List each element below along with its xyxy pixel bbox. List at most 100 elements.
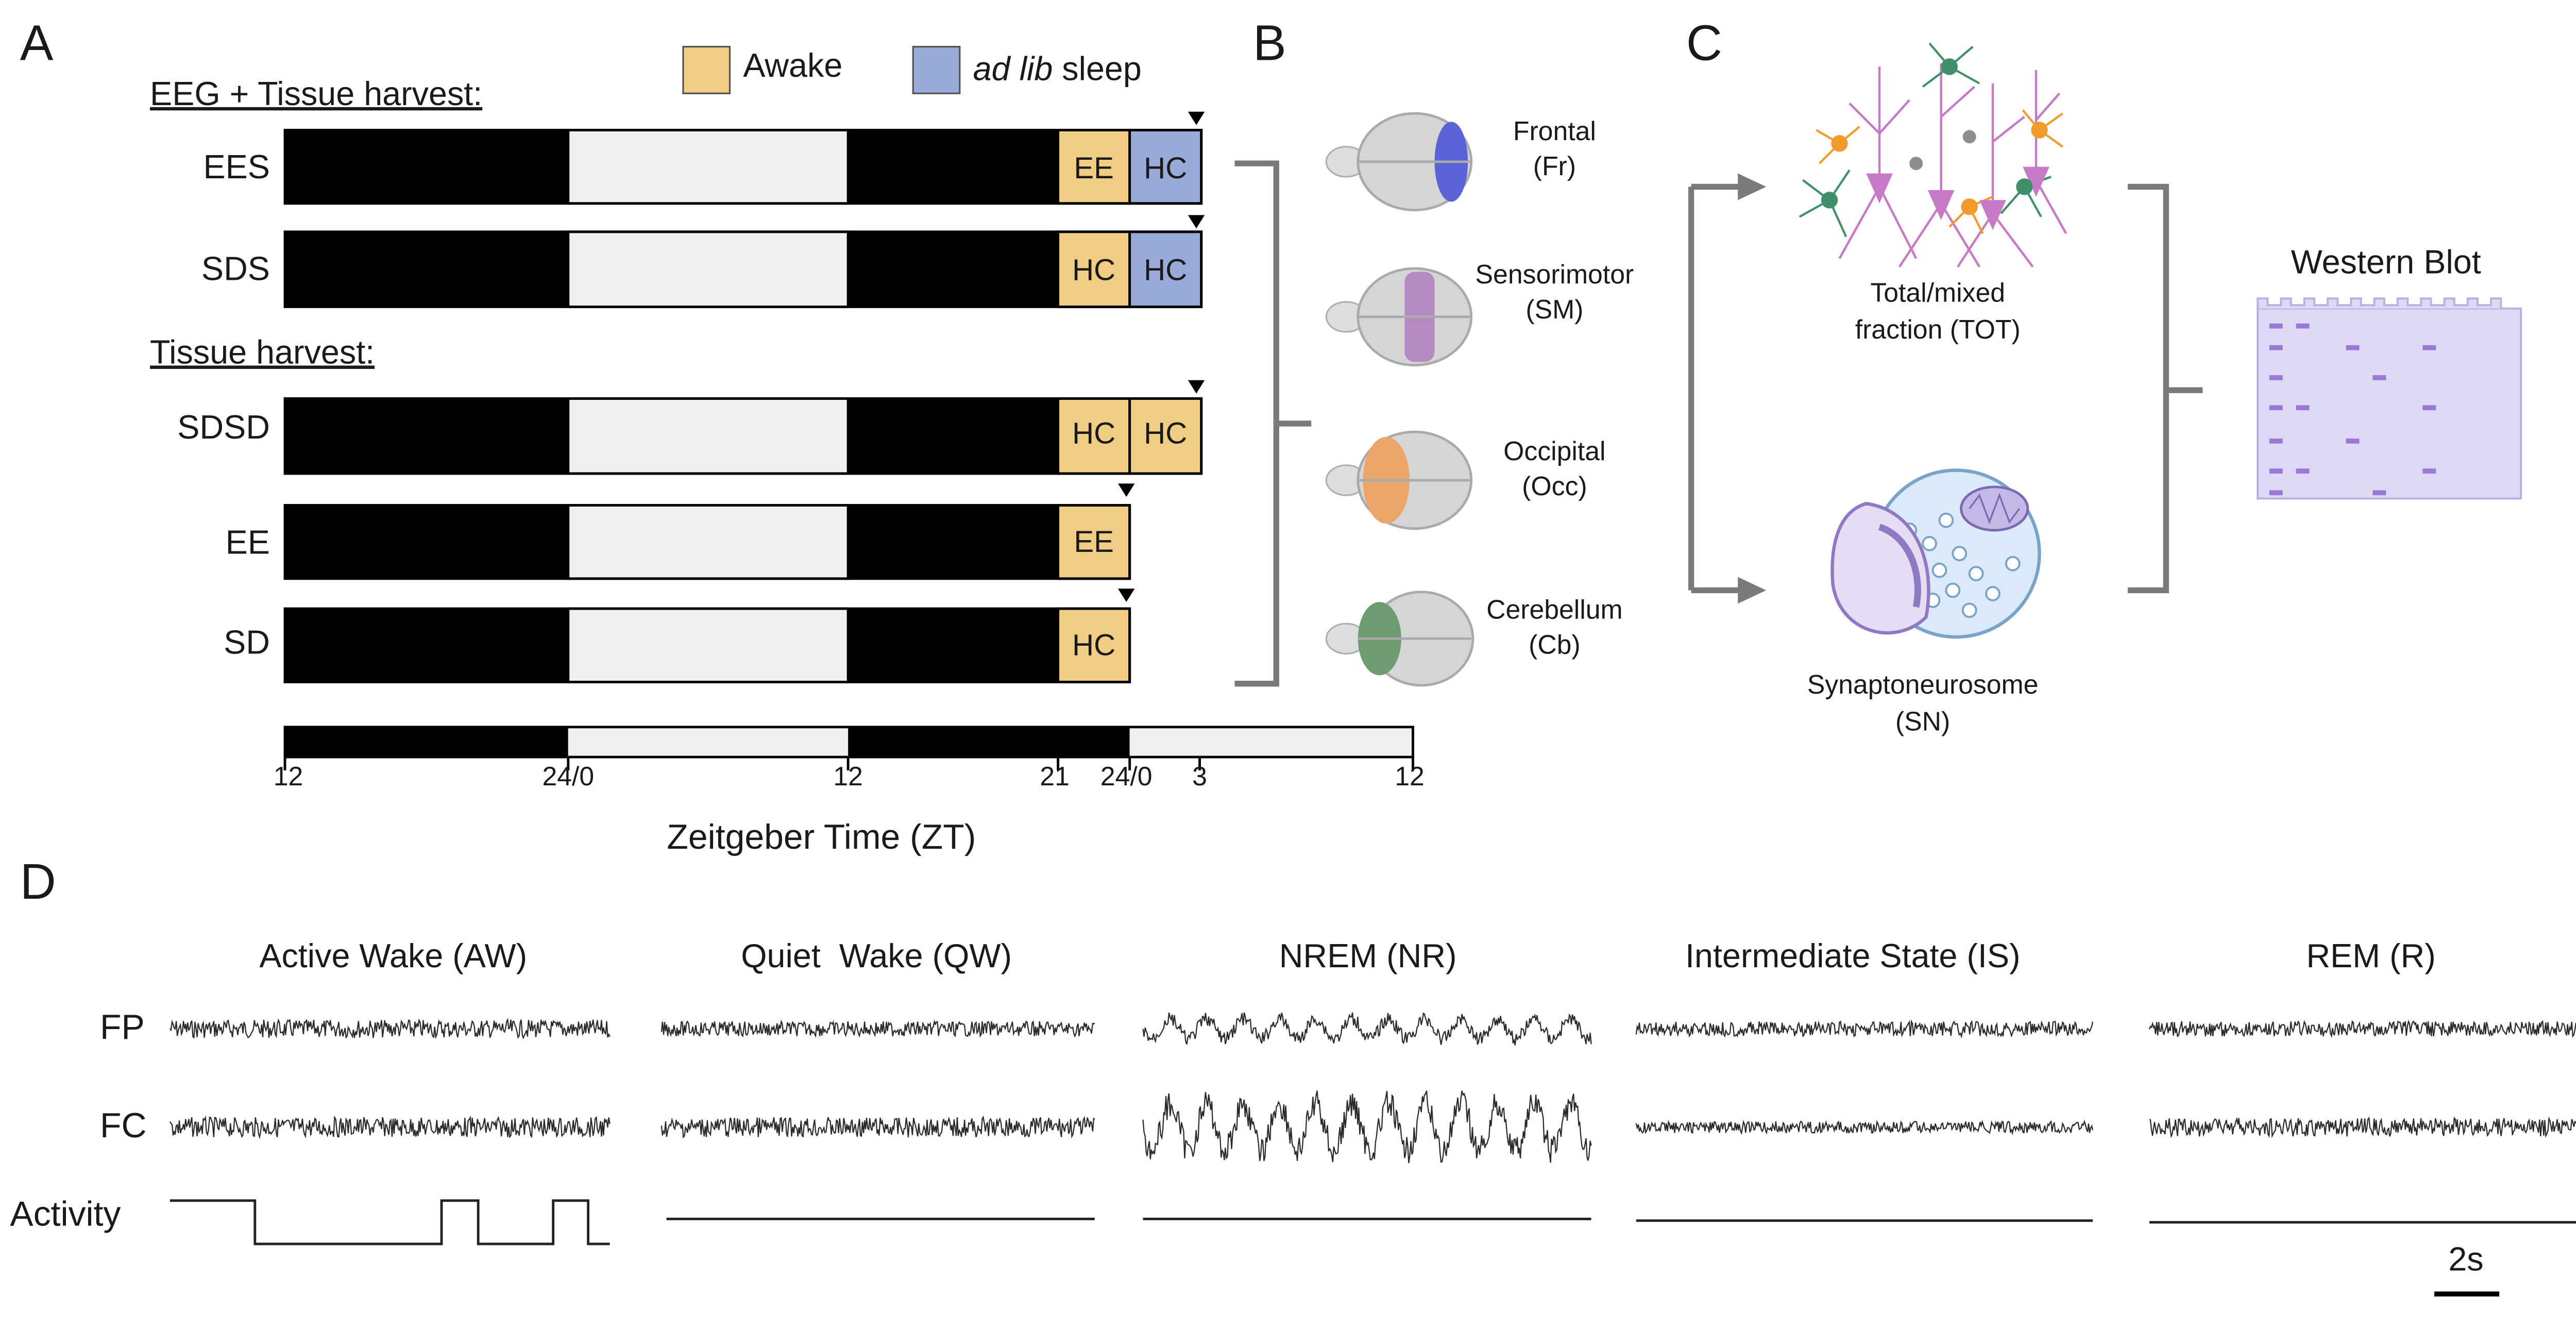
row-box-2-label: HC: [1144, 417, 1187, 450]
fc-trace: [169, 1115, 611, 1139]
region-name: Cerebellum: [1486, 594, 1623, 624]
row-outline: [283, 607, 1131, 683]
condition-row: SDSD HC HC: [177, 380, 1205, 475]
time-axis: 12 24/0 12 21 24/0 3 12 Zeitgeber Time (…: [274, 726, 1425, 856]
condition-row: EES EE HC: [204, 111, 1205, 205]
axis-dark-period: [848, 727, 1130, 758]
fc-trace: [2149, 1116, 2576, 1138]
harvest-marker: [1188, 380, 1205, 394]
glia-cell: [1961, 198, 1978, 215]
row-light-period: [567, 230, 850, 308]
row-light-period: [567, 128, 850, 205]
axis-light-period: [1129, 727, 1413, 758]
axis-tick-label: 3: [1192, 761, 1207, 791]
row-dark-period: [285, 130, 568, 204]
glia-cell: [1831, 135, 1848, 152]
panel-a-label: A: [20, 14, 54, 71]
fp-trace: [1635, 1019, 2094, 1039]
row-box-2: [1128, 397, 1203, 475]
fp-trace: [169, 1018, 611, 1040]
row-dark-period: [848, 505, 1058, 579]
axis-tick-label: 12: [1395, 761, 1425, 791]
row-box-1: [1057, 607, 1131, 683]
blot-wells: [2257, 297, 2502, 309]
axis-light-period: [568, 727, 849, 758]
tot-label-line2: fraction (TOT): [1855, 314, 2021, 344]
harvest-marker: [1188, 111, 1205, 125]
glia-cell: [1821, 192, 1838, 209]
panel-c: C: [1686, 14, 2522, 736]
row-outline: [283, 504, 1131, 580]
western-blot: [2257, 297, 2522, 500]
row-dark-period: [285, 609, 568, 682]
fp-trace: [660, 1019, 1095, 1038]
legend-awake-label: Awake: [743, 46, 842, 84]
branch-arrows: [1688, 183, 1741, 594]
condition-row: SD HC: [224, 588, 1135, 683]
axis-tick-label: 24/0: [1100, 761, 1153, 791]
neuron-soma: [1927, 190, 1955, 221]
row-label-activity: Activity: [10, 1195, 121, 1233]
harvest-marker: [1188, 215, 1205, 229]
axis-tick-label: 21: [1040, 761, 1070, 791]
legend-sleep-italic: ad lib: [973, 49, 1053, 87]
axis-title: Zeitgeber Time (ZT): [667, 818, 976, 856]
neurons-illustration: [1799, 42, 2067, 268]
row-box-1-label: EE: [1074, 152, 1114, 185]
row-label: EES: [204, 148, 270, 186]
row-box-1-label: HC: [1072, 254, 1115, 287]
row-outline: [283, 397, 1203, 475]
row-label: SDSD: [177, 408, 270, 446]
glia-cell: [1909, 157, 1923, 171]
axis-tick-label: 24/0: [542, 761, 594, 791]
bracket-c-to-blot: [2127, 183, 2203, 594]
state-title: Active Wake (AW): [259, 937, 527, 974]
sn-label-line2: (SN): [1895, 706, 1950, 736]
panel-b-label: B: [1253, 14, 1286, 71]
brain-sensorimotor-diagram: [1325, 267, 1473, 367]
brain-frontal-diagram: [1325, 112, 1473, 212]
brain-cerebellum-diagram: [1325, 591, 1475, 687]
blot-title: Western Blot: [2291, 243, 2481, 281]
glia-cell: [2031, 122, 2048, 139]
row-box-2-label: HC: [1144, 152, 1187, 185]
state-title: NREM (NR): [1279, 937, 1457, 974]
legend-sleep-label: ad lib sleep: [973, 49, 1142, 87]
legend-sleep-swatch: [912, 45, 961, 94]
region-abbr: (Occ): [1522, 471, 1587, 501]
axis-tick-label: 12: [833, 761, 863, 791]
harvest-marker: [1118, 483, 1135, 497]
state-title: Quiet Wake (QW): [741, 937, 1012, 974]
row-label: EE: [226, 523, 270, 561]
region-name: Occipital: [1503, 436, 1605, 466]
state-title: Intermediate State (IS): [1685, 937, 2021, 974]
glia-cell: [2016, 178, 2033, 195]
panel-a: A EEG + Tissue harvest: Tissue harvest: …: [20, 14, 1425, 856]
axis-dark-period: [285, 727, 568, 758]
glia-cell: [1941, 58, 1958, 75]
synaptoneurosome-illustration: [1831, 468, 2041, 639]
eeg-traces: [169, 1012, 2576, 1164]
row-dark-period: [285, 231, 568, 307]
panel-b: B Frontal (Fr) Sensorimotor (SM) Occipit…: [1253, 14, 1634, 687]
region-name: Frontal: [1513, 116, 1596, 146]
glia-cell: [1962, 130, 1976, 144]
region-abbr: (Cb): [1529, 629, 1581, 659]
row-light-period: [567, 504, 850, 580]
section-eeg-tissue-harvest: EEG + Tissue harvest:: [150, 75, 482, 112]
blot-membrane: [2257, 307, 2522, 500]
brain-occipital-diagram: [1325, 430, 1473, 530]
row-box-1-label: HC: [1072, 417, 1115, 450]
neuron-soma: [2023, 166, 2049, 197]
row-box-2-label: HC: [1144, 254, 1187, 287]
row-dark-period: [848, 130, 1058, 204]
blot-bands: [2269, 323, 2436, 496]
row-light-period: [567, 607, 850, 683]
legend-awake-swatch: [682, 45, 731, 94]
fc-trace: [1142, 1090, 1592, 1164]
panel-d-label: D: [20, 853, 56, 910]
harvest-marker: [1118, 588, 1135, 602]
row-dark-period: [285, 398, 568, 474]
row-outline: [283, 128, 1203, 205]
